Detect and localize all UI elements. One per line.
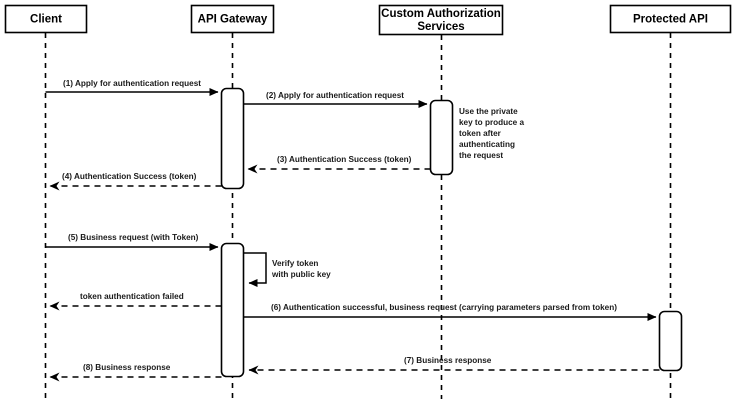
note-auth: Use the private key to produce a token a… <box>459 107 525 160</box>
message-2[interactable]: (2) Apply for authentication request <box>243 91 428 108</box>
participant-client-label: Client <box>30 14 62 26</box>
message-4-label: (4) Authentication Success (token) <box>62 172 197 181</box>
message-7[interactable]: (7) Business response <box>248 356 660 375</box>
participant-protected-api[interactable]: Protected API <box>609 4 732 34</box>
message-8[interactable]: (8) Business response <box>49 363 222 382</box>
participant-protected-api-box <box>609 4 732 34</box>
message-4[interactable]: (4) Authentication Success (token) <box>49 172 222 191</box>
activation-protected-api <box>658 310 683 372</box>
note-auth-line-2: key to produce a <box>459 118 525 127</box>
participant-client-box <box>4 4 88 34</box>
message-1-label: (1) Apply for authentication request <box>63 79 201 88</box>
activation-api-gateway-auth <box>220 87 245 190</box>
note-auth-line-4: authenticating <box>459 140 515 149</box>
message-7-label: (7) Business response <box>404 356 492 365</box>
message-3-label: (3) Authentication Success (token) <box>277 155 412 164</box>
message-token-auth-failed[interactable]: token authentication failed <box>49 292 222 311</box>
message-5[interactable]: (5) Business request (with Token) <box>45 233 219 251</box>
participant-custom-auth-box <box>378 4 504 36</box>
participant-custom-auth-label-line2: Services <box>417 21 464 33</box>
participant-client[interactable]: Client <box>4 4 88 34</box>
self-message-verify-token-arrow <box>243 252 267 287</box>
note-auth-line-5: the request <box>459 151 503 160</box>
participant-api-gateway-box <box>190 4 275 34</box>
activation-custom-auth <box>429 99 454 176</box>
message-6-label: (6) Authentication successful, business … <box>271 303 617 312</box>
message-5-label: (5) Business request (with Token) <box>68 233 199 242</box>
note-auth-line-3: token after <box>459 129 502 138</box>
message-1[interactable]: (1) Apply for authentication request <box>45 79 219 96</box>
self-message-verify-token-label-line2: with public key <box>271 270 331 279</box>
participant-api-gateway[interactable]: API Gateway <box>190 4 275 34</box>
activation-api-gateway-business <box>220 242 245 378</box>
message-3[interactable]: (3) Authentication Success (token) <box>247 155 431 174</box>
self-message-verify-token-label-line1: Verify token <box>272 259 318 268</box>
self-message-verify-token[interactable]: Verify token with public key <box>243 252 332 287</box>
message-2-label: (2) Apply for authentication request <box>266 91 404 100</box>
participant-api-gateway-label: API Gateway <box>198 14 268 26</box>
message-6[interactable]: (6) Authentication successful, business … <box>243 303 657 321</box>
participant-protected-api-label: Protected API <box>633 14 708 26</box>
note-auth-line-1: Use the private <box>459 107 518 116</box>
message-token-auth-failed-label: token authentication failed <box>80 292 184 301</box>
participant-custom-auth[interactable]: Custom Authorization Services <box>378 4 504 36</box>
message-8-label: (8) Business response <box>83 363 171 372</box>
participant-custom-auth-label-line1: Custom Authorization <box>381 8 501 20</box>
